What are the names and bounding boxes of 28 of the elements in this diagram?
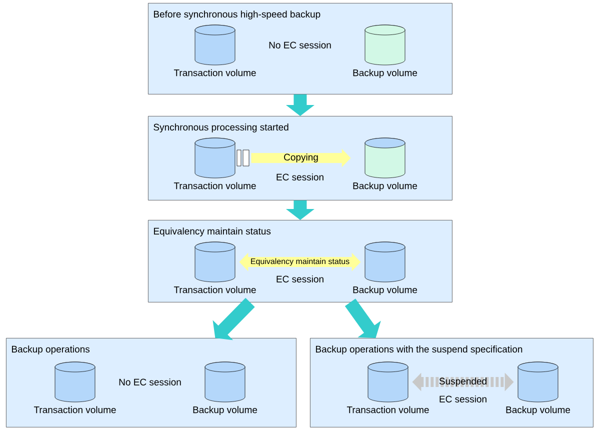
session-label: No EC session bbox=[119, 378, 181, 386]
arrow bbox=[344, 298, 381, 338]
node-label: Backup volume bbox=[353, 69, 418, 78]
volume-cylinder: Backup volume bbox=[353, 242, 418, 296]
edge-label: Suspended bbox=[439, 378, 486, 386]
node-label: Backup volume bbox=[506, 406, 570, 416]
volume-cylinder: Transaction volume bbox=[174, 138, 256, 190]
volume-cylinder: Backup volume bbox=[353, 138, 418, 192]
node-label: Backup volume bbox=[193, 406, 258, 416]
volume-cylinder: Transaction volume bbox=[174, 24, 256, 76]
edge-label: Equivalency maintain status bbox=[251, 258, 350, 266]
volume-cylinder: Backup volume bbox=[193, 362, 258, 416]
volume-cylinder: Transaction volume bbox=[346, 362, 429, 414]
node-label: Transaction volume bbox=[346, 406, 429, 414]
node-label: Transaction volume bbox=[174, 182, 256, 190]
volume-cylinder: Backup volume bbox=[353, 24, 418, 78]
session-label: EC session bbox=[440, 396, 486, 402]
volume-cylinder: Backup volume bbox=[506, 362, 570, 416]
session-label: No EC session bbox=[269, 42, 331, 48]
volume-cylinder: Transaction volume bbox=[34, 362, 116, 414]
node-label: Backup volume bbox=[353, 182, 418, 192]
node-label: Backup volume bbox=[353, 286, 418, 296]
session-label: EC session bbox=[276, 174, 324, 180]
node-label: Transaction volume bbox=[174, 69, 256, 76]
edge-label: Copying bbox=[284, 154, 318, 162]
session-label: EC session bbox=[276, 276, 324, 282]
node-label: Transaction volume bbox=[34, 406, 116, 414]
node-label: Transaction volume bbox=[174, 286, 256, 294]
